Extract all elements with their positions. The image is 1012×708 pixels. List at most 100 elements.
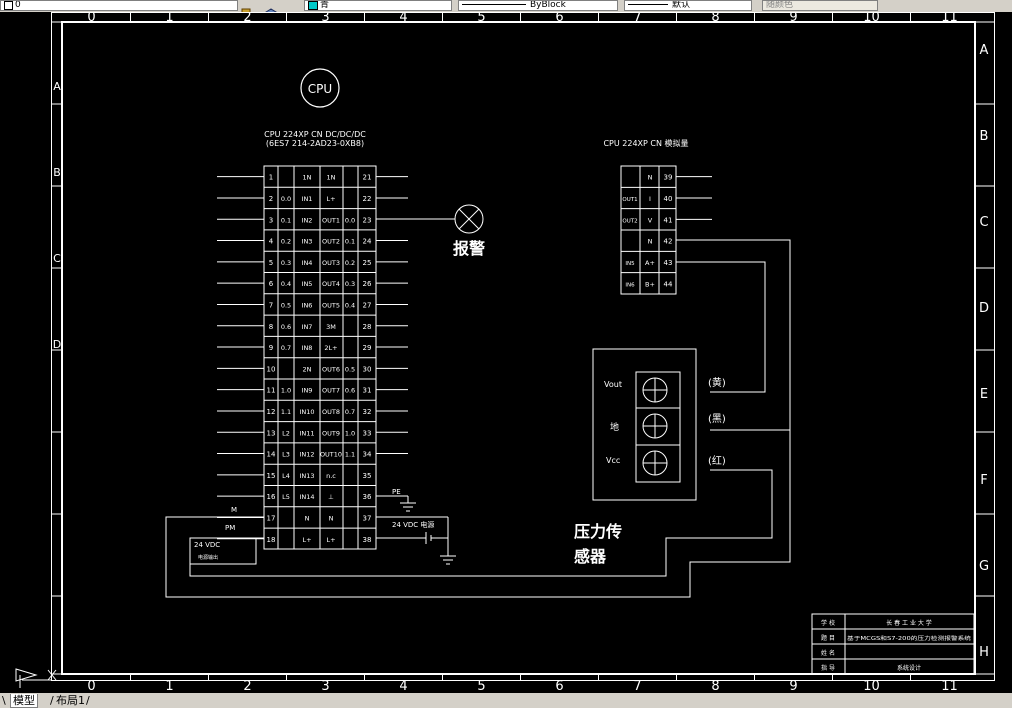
ruler-right-label: G: [979, 559, 989, 574]
analog-outer-label: OUT2: [622, 218, 637, 224]
linetype-sample: [462, 4, 526, 5]
cpu-left-addr: 0.6: [281, 323, 291, 331]
cpu-left-signal: IN2: [302, 216, 313, 224]
tab-layout1[interactable]: 布局1: [56, 694, 85, 707]
analog-num: 43: [664, 259, 673, 267]
properties-toolbar: 0 青 ByBlock 默认 随颜色: [0, 0, 1012, 12]
ruler-bottom-label: 11: [941, 679, 958, 693]
ruler-top-label: 2: [243, 12, 251, 25]
ruler-right-label: F: [980, 473, 987, 488]
cpu-left-signal: IN10: [299, 408, 314, 416]
cpu-left-addr: L2: [282, 429, 290, 437]
wire-yellow-label: (黄): [708, 376, 726, 389]
ruler-bottom-label: 0: [87, 679, 95, 693]
layer-color-swatch: [4, 1, 13, 10]
tab-nav-arrows[interactable]: \: [2, 694, 6, 707]
cpu-right-signal: OUT6: [322, 365, 340, 373]
ruler-right-label: D: [979, 301, 989, 316]
linetype-dropdown[interactable]: ByBlock: [458, 0, 618, 11]
cpu-right-num: 26: [363, 280, 372, 288]
linetype-value: ByBlock: [530, 0, 566, 10]
cpu-left-addr: 0.2: [281, 238, 291, 246]
cpu-left-num: 18: [267, 536, 276, 544]
cpu-left-signal: 2N: [303, 365, 312, 373]
terminal-screw-icon: [642, 450, 668, 476]
vdc-left-sub: 电源输出: [198, 554, 218, 561]
cpu-right-signal: ⊥: [328, 493, 334, 501]
ruler-bottom-label: 5: [477, 679, 485, 693]
lineweight-value: 默认: [672, 0, 691, 10]
ruler-right-label: C: [979, 215, 988, 230]
cpu-right-addr: 0.5: [345, 365, 355, 373]
tb-r1-value: 长 春 工 业 大 学: [886, 619, 932, 627]
lineweight-dropdown[interactable]: 默认: [624, 0, 752, 11]
cpu-right-num: 22: [363, 195, 372, 203]
wire-m-black: [165, 429, 791, 598]
cpu-right-signal: OUT5: [322, 301, 340, 309]
gnd-label: 地: [610, 421, 619, 433]
cpu-left-addr: 1.0: [281, 387, 291, 395]
analog-signal: B+: [645, 280, 655, 288]
inner-border: [61, 21, 976, 675]
cpu-subtitle: (6ES7 214-2AD23-0XB8): [266, 139, 364, 148]
tab-separator: /: [50, 694, 54, 707]
analog-num: 41: [664, 216, 673, 224]
ruler-right-ticks: [51, 103, 995, 597]
layout-tabs-bar: \ 模型 / 布局1 /: [0, 693, 1012, 708]
cpu-right-signal: N: [329, 514, 334, 522]
cpu-left-signal: IN1: [302, 195, 313, 203]
cpu-right-signal: OUT4: [322, 280, 340, 288]
cpu-right-num: 32: [363, 408, 372, 416]
analog-num: 40: [664, 195, 673, 203]
ruler-bottom-label: 8: [711, 679, 719, 693]
alarm-label: 报警: [453, 239, 485, 258]
analog-num: 44: [664, 280, 673, 288]
vdc-left-box: [189, 537, 257, 565]
pe-label: PE: [392, 488, 401, 496]
layer-prev-icon[interactable]: [265, 1, 277, 12]
plotstyle-value: 随颜色: [766, 0, 794, 10]
wire-black-label: (黑): [708, 413, 726, 425]
cpu-right-signal: OUT2: [322, 238, 340, 246]
tab-model[interactable]: 模型: [10, 694, 38, 708]
cpu-right-signal: 3M: [326, 323, 336, 331]
cpu-right-signal: OUT7: [322, 387, 340, 395]
cpu-left-num: 7: [269, 301, 273, 309]
cpu-right-num: 29: [363, 344, 372, 352]
vdc-right-label: 24 VDC 电源: [392, 520, 434, 529]
m-label: M: [231, 506, 237, 514]
cpu-left-signal: IN6: [302, 301, 313, 309]
cpu-right-num: 23: [363, 216, 372, 224]
layer-tool-icon[interactable]: [241, 1, 251, 12]
cpu-left-addr: 0.1: [281, 216, 291, 224]
color-dropdown[interactable]: 青: [304, 0, 452, 11]
analog-signal: I: [649, 195, 651, 203]
cpu-left-addr: 0.3: [281, 259, 291, 267]
sensor-label-1: 压力传: [574, 522, 622, 541]
cpu-right-signal: OUT8: [322, 408, 340, 416]
cpu-right-num: 35: [363, 472, 372, 480]
ruler-top-label: 0: [87, 12, 95, 25]
cpu-right-num: 27: [363, 301, 372, 309]
cpu-left-addr: 0.4: [281, 280, 291, 288]
tb-r1-label: 学 校: [821, 619, 835, 627]
ruler-top-label: 10: [863, 12, 880, 25]
cpu-left-num: 17: [267, 514, 276, 522]
ruler-bottom-label: 6: [555, 679, 563, 693]
sensor-terminal: [635, 371, 681, 483]
cpu-right-num: 33: [363, 429, 372, 437]
cpu-right-signal: 1N: [327, 174, 336, 182]
ruler-top-label: 8: [711, 12, 719, 25]
layer-dropdown[interactable]: 0: [0, 0, 238, 11]
plotstyle-dropdown[interactable]: 随颜色: [762, 0, 878, 11]
ruler-top-label: 3: [321, 12, 329, 25]
lineweight-sample: [628, 4, 668, 5]
ucs-icon: [15, 668, 57, 688]
cpu-right-addr: 0.6: [345, 387, 355, 395]
tb-r3-label: 姓 名: [821, 649, 835, 657]
ruler-bottom-label: 1: [165, 679, 173, 693]
cpu-right-num: 38: [363, 536, 372, 544]
cpu-left-num: 11: [267, 387, 276, 395]
